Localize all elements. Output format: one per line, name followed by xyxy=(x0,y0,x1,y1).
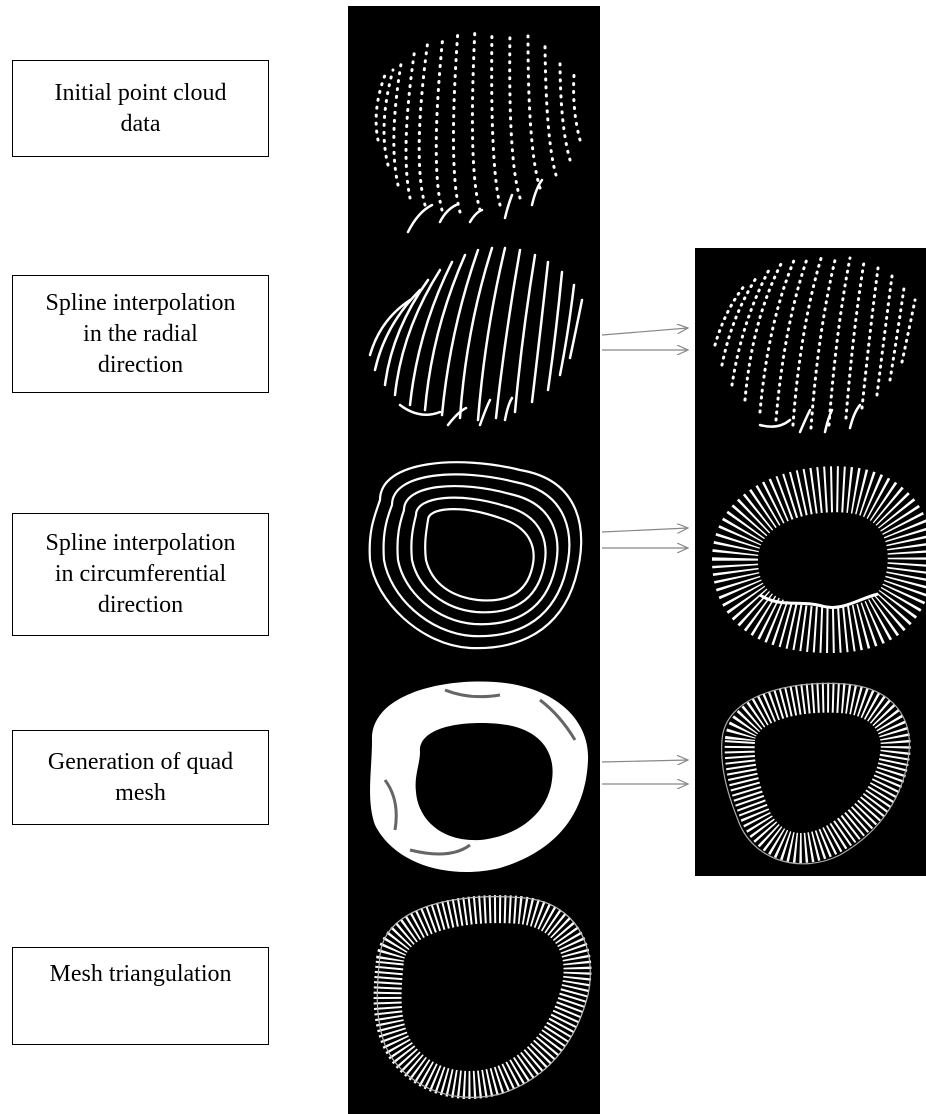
circumferential-spline-render xyxy=(370,462,582,648)
side-point-cloud-render xyxy=(715,255,915,428)
connector-arrows xyxy=(602,328,688,784)
arrow-radial-upper xyxy=(602,328,688,335)
radial-spline-render xyxy=(370,248,582,425)
arrow-circumferential-upper xyxy=(602,528,688,532)
point-cloud-render xyxy=(376,28,580,212)
arrow-quad-upper xyxy=(602,760,688,762)
side-quad-mesh-render xyxy=(722,683,910,863)
triangulated-mesh-render xyxy=(377,897,590,1098)
quad-mesh-render xyxy=(370,682,588,872)
side-circumferential-render xyxy=(735,489,911,630)
